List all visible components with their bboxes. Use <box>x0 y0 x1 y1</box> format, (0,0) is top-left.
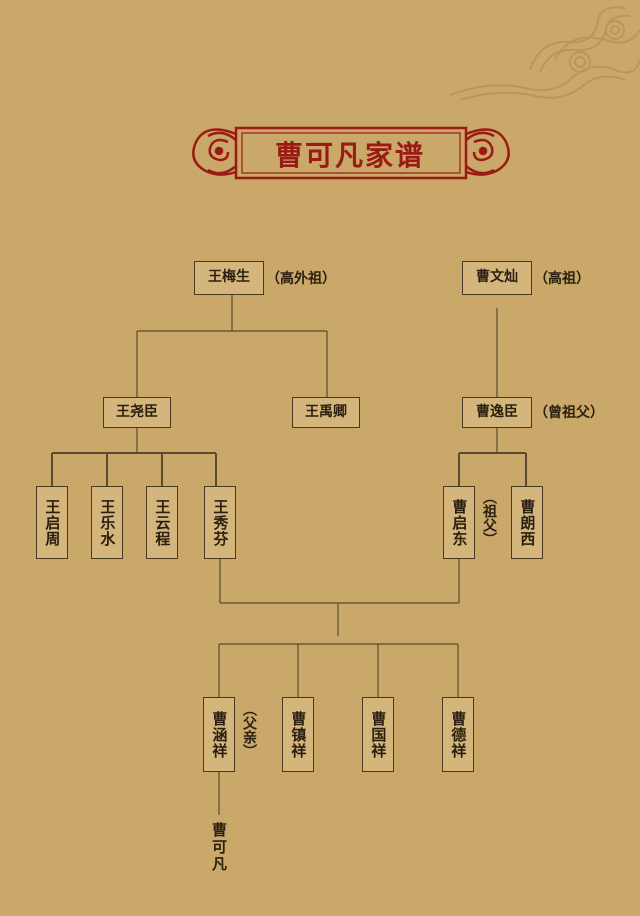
node-name: 王禹卿 <box>305 404 347 422</box>
node-name: 曹逸臣 <box>476 404 518 422</box>
node-wang-yaochen: 王尧臣 <box>103 397 171 428</box>
node-cao-qidong: 曹启东 <box>443 486 475 559</box>
relation-wang-meisheng: （高外祖） <box>266 268 336 288</box>
node-wang-qizhou: 王启周 <box>36 486 68 559</box>
node-name: 曹朗西 <box>518 499 537 547</box>
node-name: 曹国祥 <box>369 711 388 759</box>
node-cao-guoxiang: 曹国祥 <box>362 697 394 772</box>
node-name: 王秀芬 <box>211 499 230 547</box>
node-name: 王云程 <box>153 499 172 547</box>
node-name: 王乐水 <box>98 499 117 547</box>
node-name: 曹文灿 <box>476 269 518 287</box>
node-wang-leshui: 王乐水 <box>91 486 123 559</box>
node-name: 曹启东 <box>450 499 469 547</box>
node-name: 王尧臣 <box>116 404 158 422</box>
node-cao-zhenxiang: 曹镇祥 <box>282 697 314 772</box>
relation-cao-wencan: （高祖） <box>534 268 590 288</box>
relation-cao-qidong: （祖父） <box>479 490 499 546</box>
node-wang-yuncheng: 王云程 <box>146 486 178 559</box>
relation-cao-yichen: （曾祖父） <box>534 402 604 422</box>
node-cao-kefan: 曹可凡 <box>209 822 230 873</box>
node-name: 曹德祥 <box>449 711 468 759</box>
node-wang-meisheng: 王梅生 <box>194 261 264 295</box>
node-wang-yuqing: 王禹卿 <box>292 397 360 428</box>
node-name: 王启周 <box>43 499 62 547</box>
node-cao-wencan: 曹文灿 <box>462 261 532 295</box>
node-cao-yichen: 曹逸臣 <box>462 397 532 428</box>
node-cao-langxi: 曹朗西 <box>511 486 543 559</box>
relation-cao-hanxiang: （父亲） <box>239 702 259 758</box>
node-name: 曹镇祥 <box>289 711 308 759</box>
node-cao-dexiang: 曹德祥 <box>442 697 474 772</box>
node-name: 曹涵祥 <box>210 711 229 759</box>
node-name: 王梅生 <box>208 269 250 287</box>
node-wang-xiufen: 王秀芬 <box>204 486 236 559</box>
node-cao-hanxiang: 曹涵祥 <box>203 697 235 772</box>
